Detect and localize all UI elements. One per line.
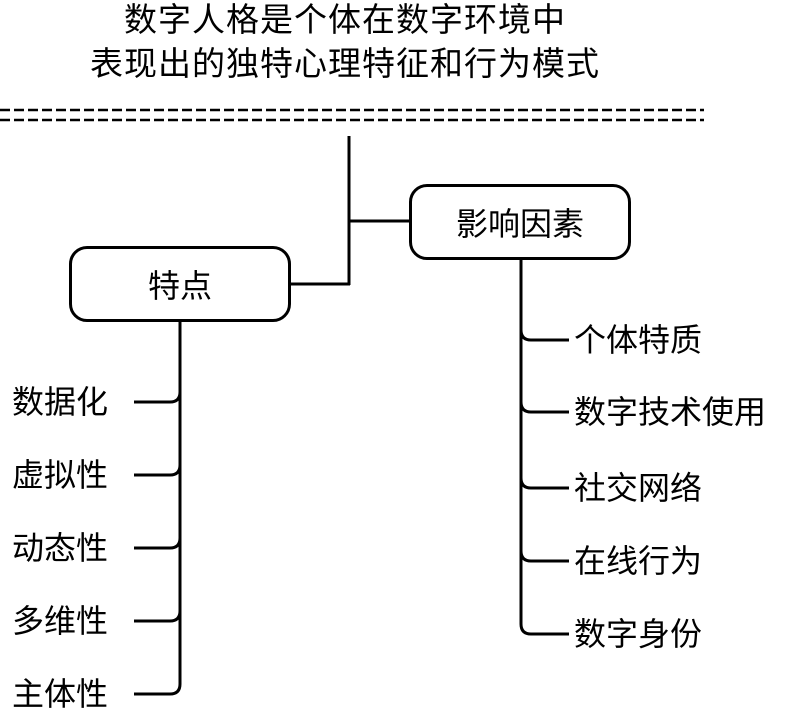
characteristic-item-3: 动态性: [12, 529, 109, 567]
factors-connector-4: [519, 550, 569, 563]
characteristic-item-5: 主体性: [12, 675, 109, 713]
factor-item-1: 个体特质: [574, 321, 703, 359]
characteristic-item-1: 数据化: [12, 383, 109, 421]
characteristic-item-4: 多维性: [12, 602, 109, 640]
factors-connector-1: [519, 329, 569, 342]
factors-node-label: 影响因素: [455, 205, 584, 243]
factors-spine: [519, 260, 569, 636]
characteristics-connector-4: [134, 610, 182, 623]
factors-connector-2: [519, 401, 569, 414]
factor-item-4: 在线行为: [574, 542, 703, 580]
root-title-line-2: 表现出的独特心理特征和行为模式: [90, 44, 600, 83]
characteristics-node[interactable]: 特点: [69, 246, 291, 322]
characteristics-connector-2: [134, 464, 182, 477]
characteristics-connector-1: [134, 391, 182, 404]
factor-item-5: 数字身份: [574, 615, 703, 653]
characteristics-connector-3: [134, 537, 182, 550]
factors-node[interactable]: 影响因素: [409, 184, 631, 260]
characteristics-node-label: 特点: [147, 267, 212, 305]
characteristics-spine: [134, 322, 182, 696]
characteristic-item-2: 虚拟性: [12, 456, 109, 494]
factor-item-3: 社交网络: [574, 469, 703, 507]
factor-item-2: 数字技术使用: [574, 393, 767, 431]
factors-connector-3: [519, 477, 569, 490]
root-title-line-1: 数字人格是个体在数字环境中: [124, 0, 566, 39]
